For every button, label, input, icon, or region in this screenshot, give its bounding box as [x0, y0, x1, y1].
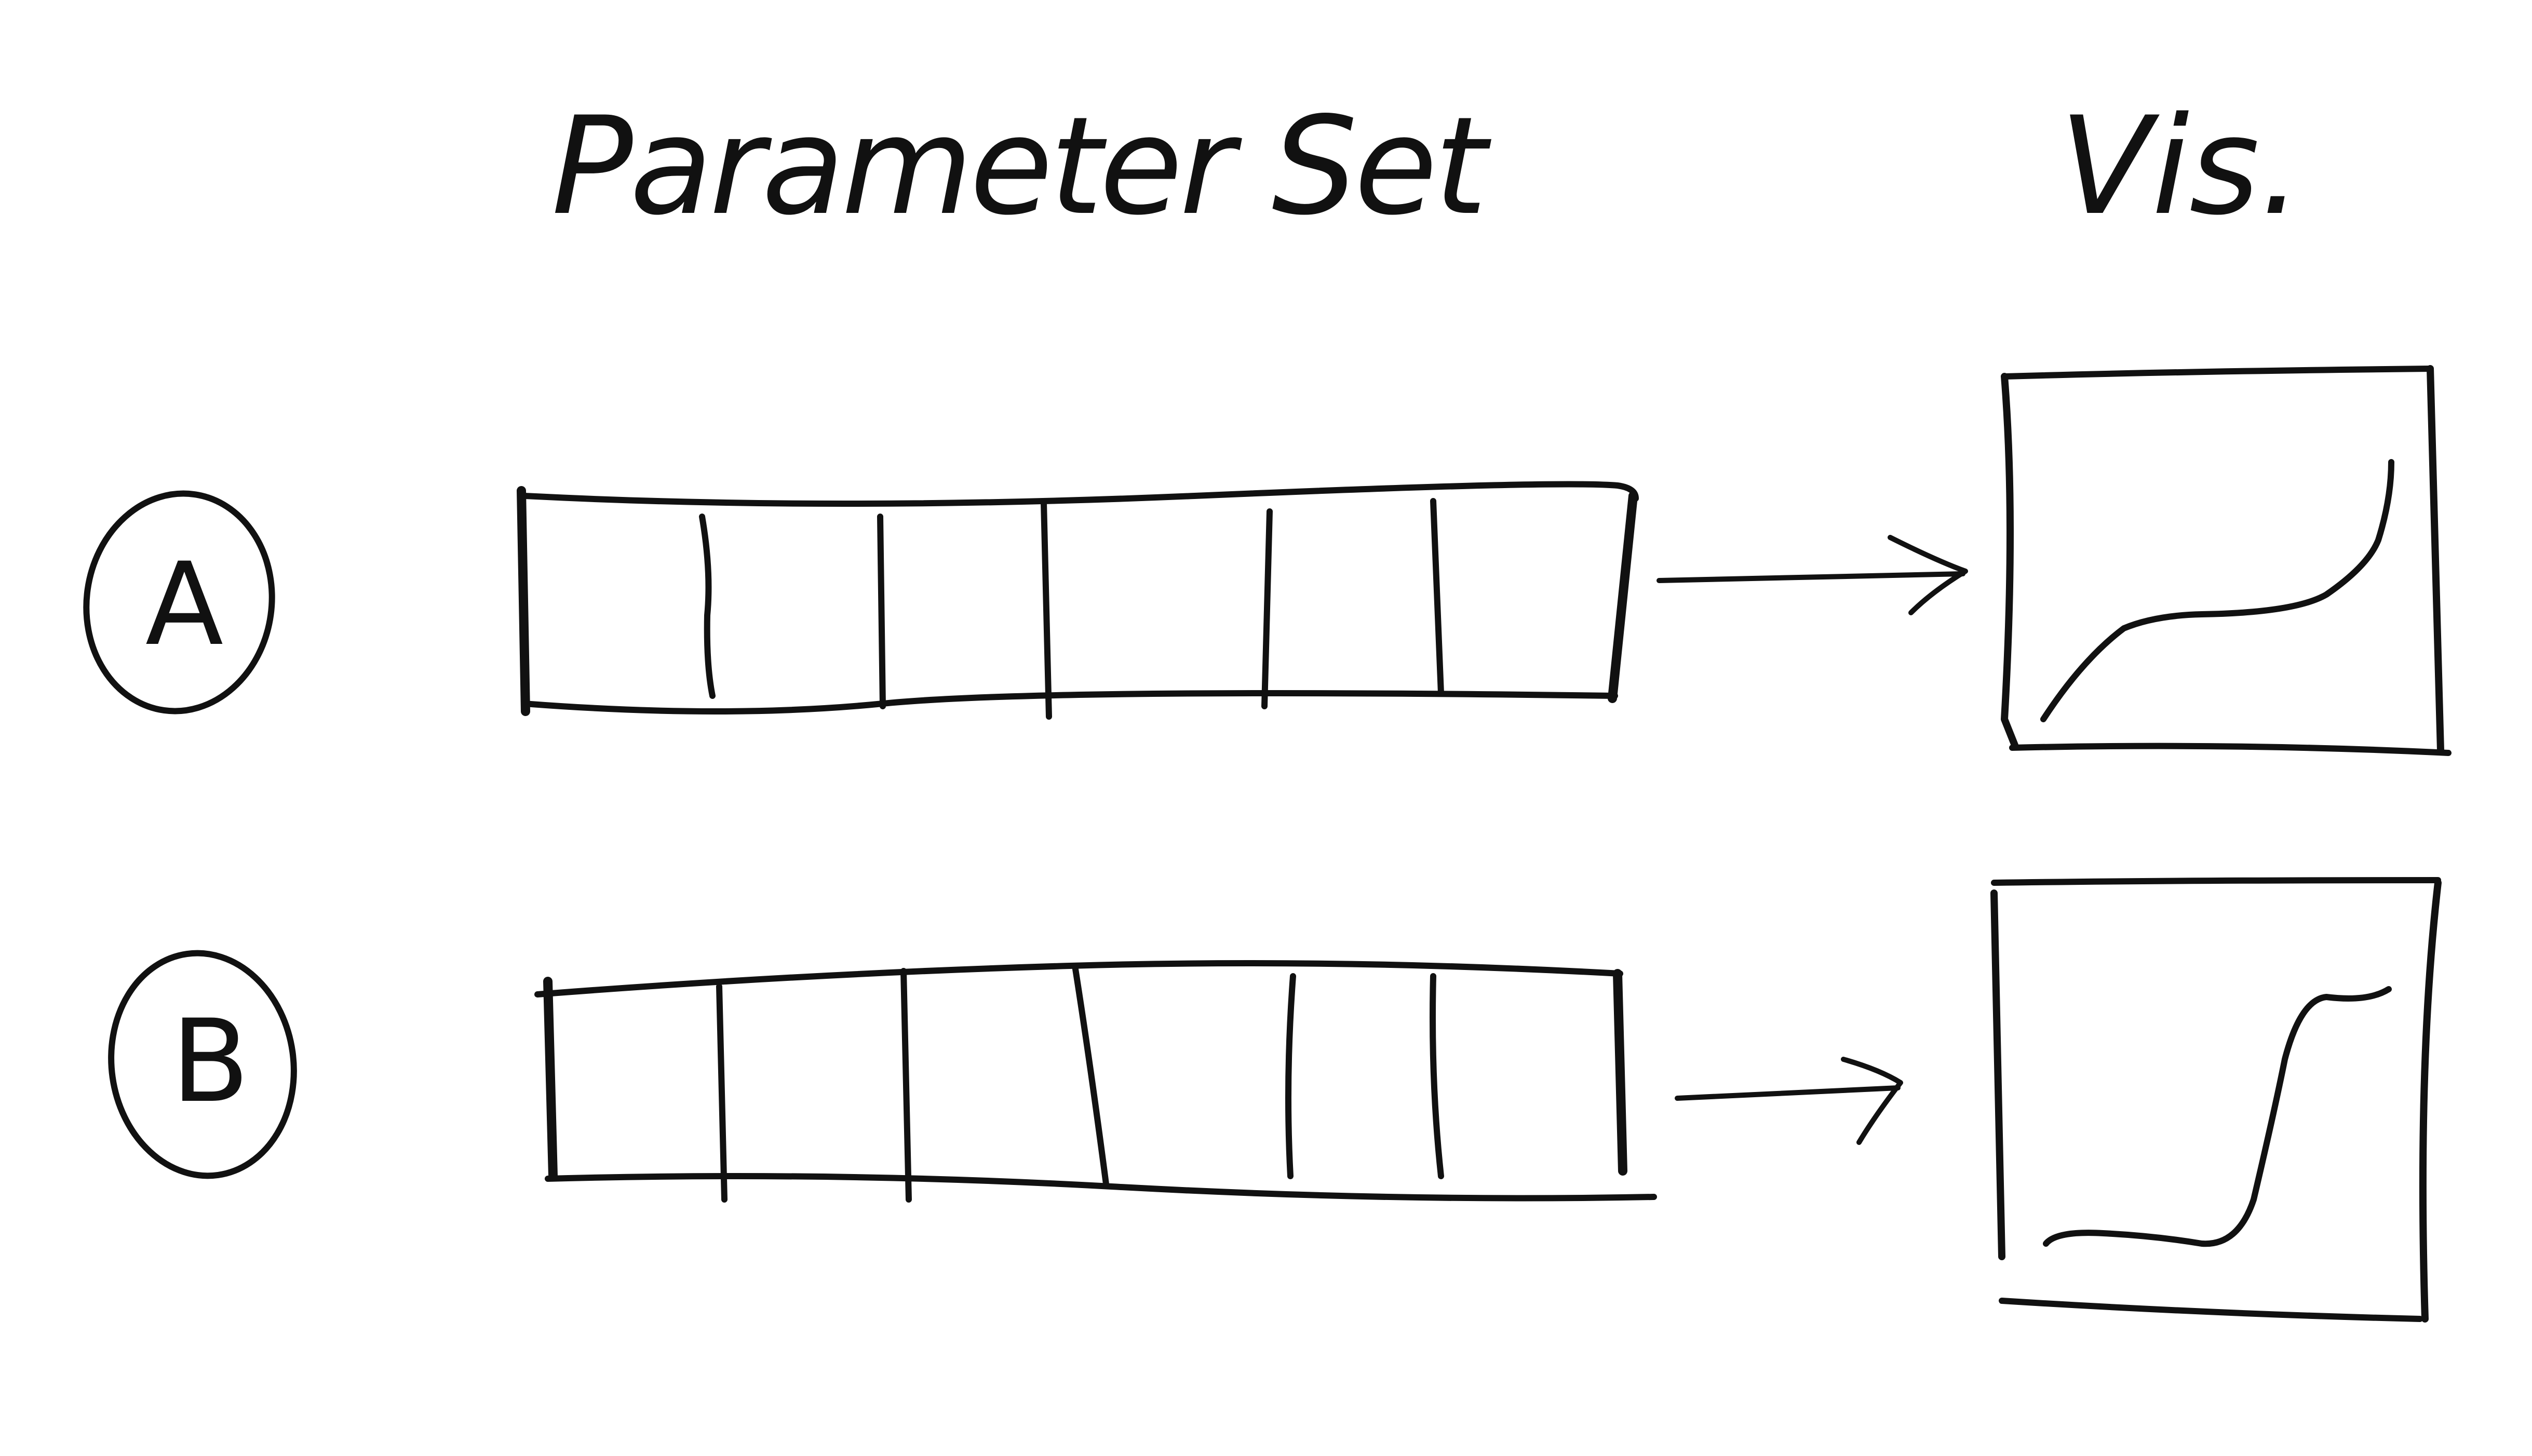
row-a-divider: [699, 514, 716, 699]
row-b-vis-frame-bottom: [1999, 1298, 2423, 1322]
row-a-divider: [877, 514, 886, 709]
row-b-divider: [716, 983, 728, 1203]
row-b-label: B: [171, 995, 250, 1128]
row-b-vis-frame-top: [1991, 877, 2441, 886]
row-b-vis-curve: [2043, 986, 2392, 1247]
row-b-divider: [900, 968, 912, 1203]
row-b-arrow-shaft: [1675, 1085, 1901, 1101]
row-a-vis-frame-top: [2001, 366, 2433, 380]
row-a-arrow-shaft: [1656, 571, 1965, 583]
row-b-vis-frame-right: [2419, 879, 2442, 1323]
row-b-badge-circle: [108, 950, 297, 1179]
row-a-bar-bottom: [521, 690, 1618, 714]
row-a-label: A: [145, 538, 224, 671]
row-b-bar-left: [543, 977, 558, 1181]
row-b-bar-bottom: [545, 1173, 1657, 1202]
row-b: B: [108, 877, 2442, 1323]
row-a-bar-left: [517, 486, 530, 716]
row-b-vis-frame-left: [1990, 889, 2005, 1260]
row-a-vis-curve: [2040, 459, 2394, 722]
row-b-divider: [1285, 973, 1296, 1179]
row-a-bar-right: [1608, 491, 1638, 703]
row-a-vis-frame-bottom: [2009, 743, 2452, 756]
row-b-divider: [1430, 973, 1444, 1179]
row-b-vis-box: [1990, 877, 2442, 1323]
row-b-arrow-head: [1841, 1057, 1903, 1145]
row-a-bar-top: [521, 481, 1639, 507]
row-a-divider: [1430, 498, 1444, 696]
vis-title: Vis.: [2059, 88, 2302, 245]
row-a-vis-frame-right: [2427, 365, 2444, 754]
parameter-set-title: Parameter Set: [551, 88, 1493, 245]
row-a-vis-box: [2001, 365, 2452, 756]
row-a: A: [83, 365, 2452, 756]
row-b-parameter-bar: [534, 960, 1657, 1203]
row-a-badge-circle: [83, 490, 275, 714]
row-b-bar-top: [534, 960, 1623, 997]
row-a-arrow-head: [1888, 535, 1968, 615]
row-a-vis-frame-left: [2001, 373, 2018, 749]
row-a-divider: [1261, 508, 1273, 709]
row-b-divider: [1072, 963, 1109, 1187]
row-b-bar-right: [1613, 969, 1627, 1176]
row-a-divider: [1041, 500, 1052, 720]
row-a-parameter-bar: [517, 481, 1639, 720]
